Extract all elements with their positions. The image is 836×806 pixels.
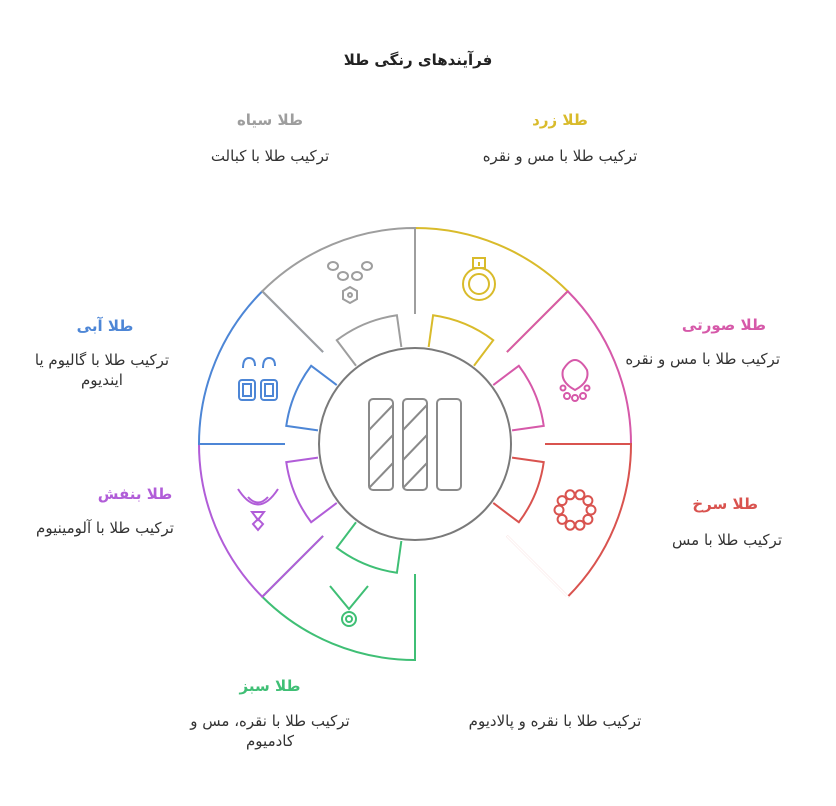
label-black-gold: طلا سیاه xyxy=(236,111,304,129)
wedge-black xyxy=(260,226,416,367)
desc-rose-gold: ترکیب طلا با مس و نقره xyxy=(625,350,780,368)
wedge-rose xyxy=(492,289,633,445)
desc-purple-gold: ترکیب طلا با آلومینیوم xyxy=(36,519,174,537)
earrings-icon xyxy=(238,356,278,401)
label-green-gold: طلا سبز xyxy=(239,677,301,695)
wedge-red xyxy=(492,443,633,599)
gold-bars-icon xyxy=(368,398,462,491)
chain-necklace-icon xyxy=(327,261,373,305)
desc-blue-gold: ترکیب طلا با گالیوم یا ایندیوم xyxy=(34,351,170,390)
pendant-necklace-icon xyxy=(559,359,591,402)
diagram-title: فرآیندهای رنگی طلا xyxy=(343,51,493,69)
label-purple-gold: طلا بنفش xyxy=(97,485,173,503)
label-yellow-gold: طلا زرد xyxy=(532,111,588,129)
gem-necklace-icon xyxy=(237,488,279,532)
wedge-purple xyxy=(197,443,338,599)
desc-white-gold: ترکیب طلا با نقره و پالادیوم xyxy=(468,712,642,730)
desc-black-gold: ترکیب طلا با کبالت xyxy=(210,147,330,165)
drop-pendant-icon xyxy=(329,585,369,627)
wedge-yellow xyxy=(414,226,570,367)
desc-red-gold: ترکیب طلا با مس xyxy=(672,531,782,549)
desc-yellow-gold: ترکیب طلا با مس و نقره xyxy=(482,147,638,165)
label-rose-gold: طلا صورتی xyxy=(681,316,766,334)
bead-bracelet-icon xyxy=(553,489,597,531)
wedge-green xyxy=(260,521,416,662)
label-red-gold: طلا سرخ xyxy=(692,495,758,513)
desc-green-gold: ترکیب طلا با نقره، مس و کادمیوم xyxy=(190,712,350,751)
wedge-blue xyxy=(197,289,338,445)
center-circle xyxy=(318,347,512,541)
label-blue-gold: طلا آبی xyxy=(76,317,134,335)
wedge-white xyxy=(414,521,570,662)
ring-icon xyxy=(462,257,496,301)
